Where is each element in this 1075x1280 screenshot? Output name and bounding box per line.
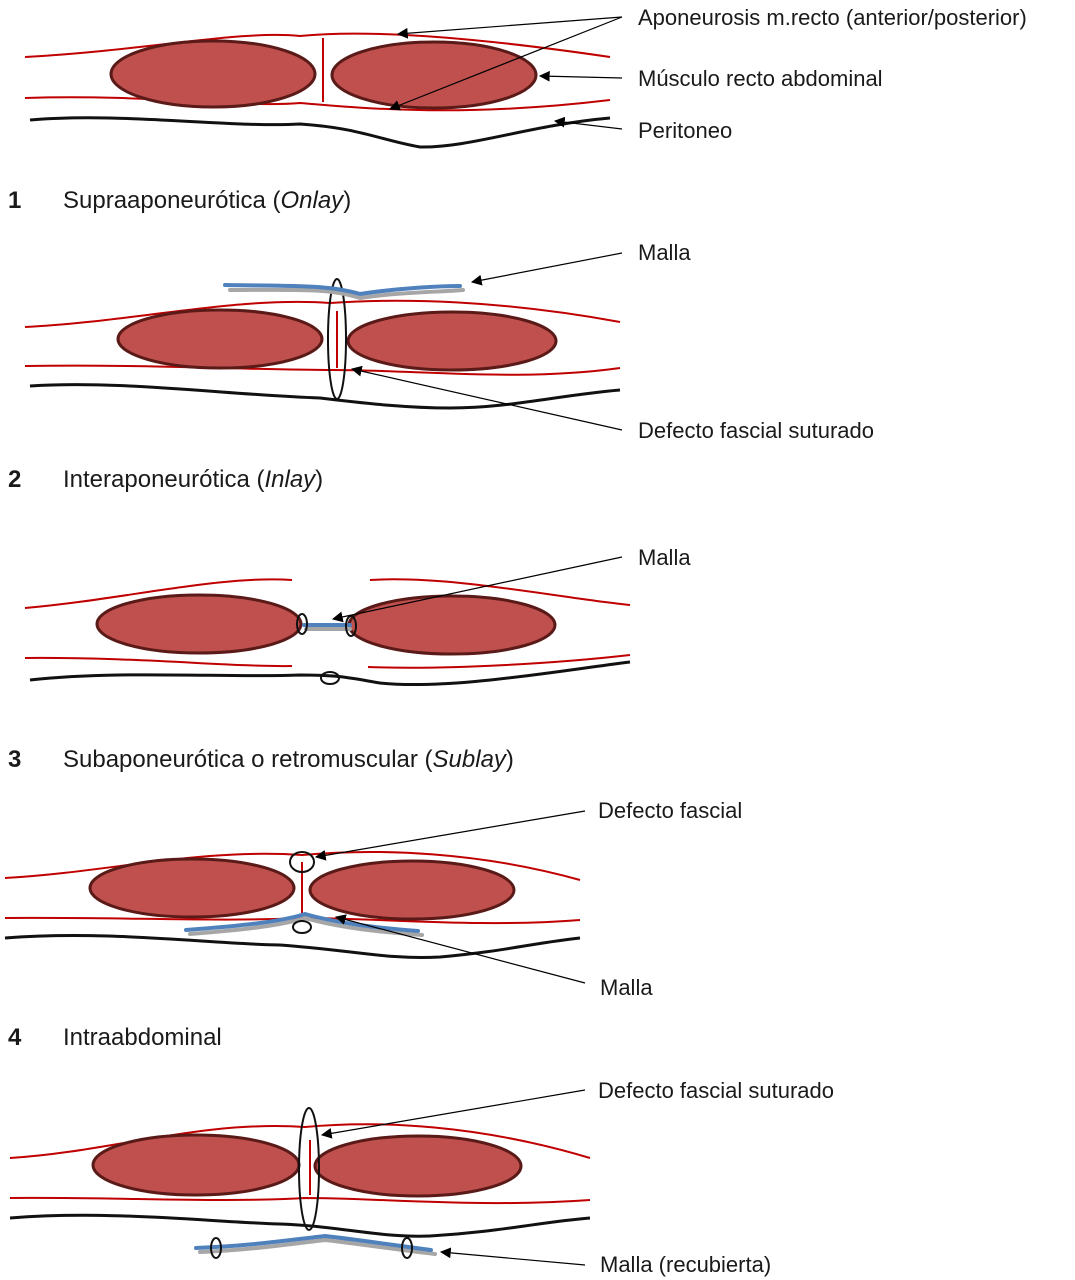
rectus-muscle-right [310, 861, 514, 919]
section-sublay: 3 Subaponeurótica o retromuscular (Subla… [5, 746, 742, 1000]
suture-ellipse [293, 921, 311, 933]
rectus-muscle-left [118, 310, 322, 368]
suture-peritoneum [321, 672, 339, 684]
arrow-aponeurosis-anterior [398, 17, 622, 34]
label-malla: Malla [600, 975, 653, 1000]
arrow-malla [472, 253, 622, 282]
arrow-malla [441, 1252, 585, 1265]
rectus-muscle-right [315, 1136, 521, 1196]
arrow-defecto [352, 369, 622, 430]
posterior-aponeurosis-line [25, 97, 610, 110]
section-inlay: 2 Interaponeurótica (Inlay) Malla [8, 466, 691, 685]
rectus-muscle-left [93, 1135, 299, 1195]
arrow-malla [336, 917, 585, 983]
rectus-muscle-right [349, 596, 555, 654]
section-title: Intraabdominal [63, 1024, 222, 1051]
label-malla: Malla (recubierta) [600, 1252, 771, 1277]
label-defecto: Defecto fascial suturado [638, 418, 874, 443]
section-number: 4 [8, 1024, 22, 1051]
rectus-muscle-left [90, 859, 294, 917]
label-defecto: Defecto fascial suturado [598, 1078, 834, 1103]
section-title: Interaponeurótica (Inlay) [63, 466, 323, 493]
posterior-aponeurosis-left [25, 658, 292, 666]
posterior-aponeurosis-line [25, 366, 620, 375]
section-title: Supraaponeurótica (Onlay) [63, 187, 351, 214]
label-malla: Malla [638, 240, 691, 265]
peritoneum-line [30, 118, 610, 147]
rectus-muscle-left [111, 41, 315, 107]
label-defecto: Defecto fascial [598, 798, 742, 823]
arrow-defecto [322, 1090, 585, 1135]
label-aponeurosis: Aponeurosis m.recto (anterior/posterior) [638, 5, 1027, 30]
label-peritoneo: Peritoneo [638, 118, 732, 143]
peritoneum-line [30, 662, 630, 685]
peritoneum-line [10, 1215, 590, 1236]
section-title: Subaponeurótica o retromuscular (Sublay) [63, 746, 514, 773]
section-number: 1 [8, 187, 21, 214]
section-intraabdominal: 4 Intraabdominal Defecto fascial suturad… [8, 1024, 834, 1277]
section-number: 2 [8, 466, 21, 493]
arrow-musculo [540, 76, 622, 78]
section-number: 3 [8, 746, 21, 773]
rectus-muscle-right [348, 312, 556, 370]
section-onlay: 1 Supraaponeurótica (Onlay) Malla Defect… [8, 187, 874, 443]
anterior-aponeurosis-line [25, 34, 610, 57]
peritoneum-line [5, 936, 580, 958]
anatomy-legend-diagram: Aponeurosis m.recto (anterior/posterior)… [25, 5, 1027, 147]
peritoneum-line [30, 385, 620, 408]
rectus-muscle-right [332, 42, 536, 108]
label-malla: Malla [638, 545, 691, 570]
rectus-muscle-left [97, 595, 301, 653]
arrow-defecto [316, 811, 585, 857]
label-musculo: Músculo recto abdominal [638, 66, 883, 91]
